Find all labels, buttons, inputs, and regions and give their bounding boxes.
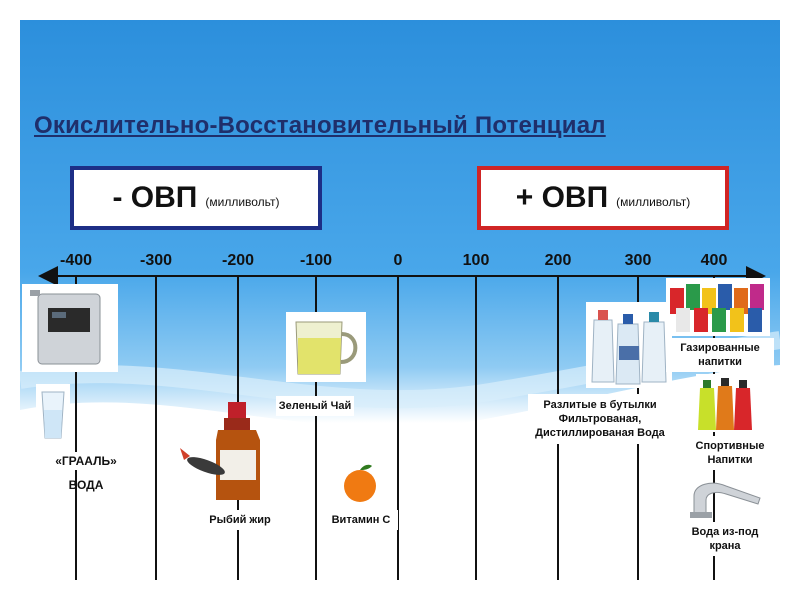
- sports-drinks-label: Спортивные Напитки: [680, 436, 780, 470]
- tap-faucet-image: [686, 476, 770, 520]
- green-tea-label: Зеленый Чай: [276, 396, 354, 416]
- slide: Окислительно-Восстановительный Потенциал…: [20, 20, 780, 580]
- scale-tick-label: -200: [221, 252, 255, 269]
- soda-cans-image: [666, 278, 770, 336]
- positive-orp-sign: + ОВП: [515, 181, 609, 214]
- fish-oil-bottle-image: [180, 400, 268, 510]
- grail-water-line1: «ГРААЛЬ»: [55, 454, 117, 468]
- scale-tick-label: -400: [59, 252, 93, 269]
- water-bottles-image: [586, 302, 672, 388]
- soda-label: Газированные напитки: [666, 338, 774, 372]
- water-ionizer-image: [22, 284, 118, 372]
- bottled-water-label: Разлитые в бутылки Фильтрованая, Дистилл…: [528, 394, 672, 444]
- scale-tick-label: 100: [462, 252, 490, 269]
- tap-water-label: Вода из-под крана: [684, 522, 766, 556]
- positive-orp-box: + ОВП (милливольт): [477, 166, 729, 230]
- slide-title: Окислительно-Восстановительный Потенциал: [34, 112, 606, 139]
- negative-orp-unit: (милливольт): [205, 195, 280, 209]
- vitamin-c-label: Витамин С: [324, 510, 398, 530]
- scale-tick-label: 300: [624, 252, 652, 269]
- positive-orp-unit: (милливольт): [616, 195, 691, 209]
- water-glass-image: [36, 384, 70, 444]
- orange-image: [342, 460, 378, 504]
- scale-tick-label: 400: [700, 252, 728, 269]
- negative-orp-sign: - ОВП: [112, 181, 198, 214]
- fish-oil-label: Рыбий жир: [206, 510, 274, 530]
- scale-tick-label: 200: [544, 252, 572, 269]
- green-tea-image: [286, 312, 366, 382]
- negative-orp-box: - ОВП (милливольт): [70, 166, 322, 230]
- grail-water-label: «ГРААЛЬ»: [40, 452, 132, 470]
- scale-tick-label: -300: [139, 252, 173, 269]
- scale-tick-label: 0: [393, 252, 403, 269]
- grail-water-word: ВОДА: [68, 478, 104, 492]
- sports-drinks-image: [696, 374, 754, 432]
- scale-tick-label: -100: [299, 252, 333, 269]
